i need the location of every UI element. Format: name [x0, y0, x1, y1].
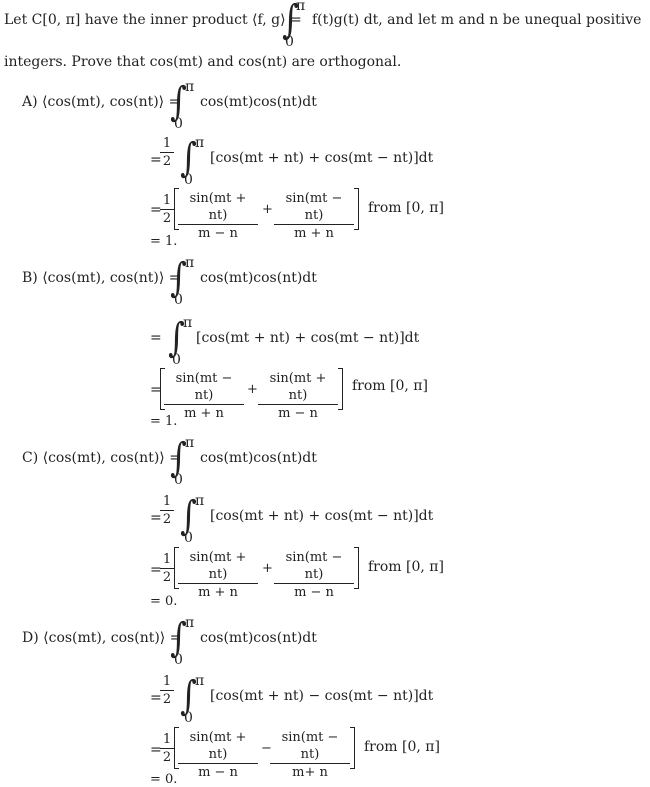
equals-sign: = — [150, 382, 162, 398]
option-a-integrand1: cos(mt)cos(nt)dt — [200, 94, 317, 110]
lower-limit: 0 — [172, 352, 181, 368]
fraction-1: sin(mt + nt)m − n — [178, 729, 258, 781]
operator: + — [262, 561, 273, 576]
right-bracket — [338, 368, 343, 410]
integral-sign: ∫ — [282, 0, 299, 43]
option-d-integrand2: [cos(mt + nt) − cos(mt − nt)]dt — [210, 688, 434, 704]
upper-limit: π — [185, 255, 195, 271]
lower-limit: 0 — [174, 472, 183, 488]
fraction-2: sin(mt − nt)m + n — [274, 190, 354, 242]
equals-sign: = — [150, 330, 162, 346]
option-b-integrand2: [cos(mt + nt) + cos(mt − nt)]dt — [196, 330, 420, 346]
option-c-integrand2: [cos(mt + nt) + cos(mt − nt)]dt — [210, 508, 434, 524]
range-text: from [0, π] — [352, 378, 428, 394]
range-text: from [0, π] — [364, 739, 440, 755]
option-b-result: = 1. — [150, 414, 178, 429]
option-a-result: = 1. — [150, 234, 178, 249]
lower-limit: 0 — [174, 652, 183, 668]
fraction-2: sin(mt − nt)m − n — [274, 549, 354, 601]
option-a-integrand2: [cos(mt + nt) + cos(mt − nt)]dt — [210, 150, 434, 166]
equals-sign: = — [150, 202, 162, 218]
left-bracket — [174, 547, 179, 589]
equals-sign: = — [150, 690, 162, 706]
right-bracket — [354, 188, 359, 230]
option-c-result: = 0. — [150, 594, 178, 609]
integral-sign: ∫ — [180, 135, 197, 181]
equals-sign: = — [150, 562, 162, 578]
equals-sign: = — [150, 742, 162, 758]
fraction-1: sin(mt + nt)m − n — [178, 190, 258, 242]
question-line2: integers. Prove that cos(mt) and cos(nt)… — [4, 54, 402, 70]
option-d-label: D) ⟨cos(mt), cos(nt)⟩ = — [22, 630, 182, 646]
option-c-integrand1: cos(mt)cos(nt)dt — [200, 450, 317, 466]
option-b-label: B) ⟨cos(mt), cos(nt)⟩ = — [22, 270, 181, 286]
integral-sign: ∫ — [168, 315, 185, 361]
operator: + — [247, 382, 258, 397]
fraction-2: sin(mt + nt)m − n — [258, 370, 338, 422]
option-a-label: A) ⟨cos(mt), cos(nt)⟩ = — [22, 94, 181, 110]
left-bracket — [160, 368, 165, 410]
upper-limit: π — [195, 493, 205, 509]
upper-limit: π — [183, 315, 193, 331]
fraction-2: sin(mt − nt)m+ n — [270, 729, 350, 781]
equals-sign: = — [150, 510, 162, 526]
lower-limit: 0 — [174, 116, 183, 132]
right-bracket — [350, 727, 355, 769]
lower-limit: 0 — [184, 530, 193, 546]
lower-limit: 0 — [285, 34, 294, 50]
fraction-1: sin(mt + nt)m + n — [178, 549, 258, 601]
option-d-integrand1: cos(mt)cos(nt)dt — [200, 630, 317, 646]
integral-sign: ∫ — [180, 673, 197, 719]
upper-limit: π — [185, 79, 195, 95]
right-bracket — [354, 547, 359, 589]
question-line1-end: f(t)g(t) dt, and let m and n be unequal … — [312, 12, 642, 28]
upper-limit: π — [185, 435, 195, 451]
upper-limit: π — [195, 673, 205, 689]
operator: + — [262, 202, 273, 217]
integral-sign: ∫ — [170, 435, 187, 481]
integral-sign: ∫ — [170, 79, 187, 125]
option-d-result: = 0. — [150, 772, 178, 787]
integral-sign: ∫ — [170, 615, 187, 661]
integral-sign: ∫ — [180, 493, 197, 539]
option-b-integrand1: cos(mt)cos(nt)dt — [200, 270, 317, 286]
lower-limit: 0 — [184, 172, 193, 188]
lower-limit: 0 — [184, 710, 193, 726]
range-text: from [0, π] — [368, 559, 444, 575]
equals-sign: = — [150, 152, 162, 168]
upper-limit: π — [185, 615, 195, 631]
upper-limit: π — [195, 135, 205, 151]
upper-limit: π — [296, 0, 306, 14]
range-text: from [0, π] — [368, 200, 444, 216]
left-bracket — [174, 727, 179, 769]
integral-sign: ∫ — [170, 255, 187, 301]
left-bracket — [174, 188, 179, 230]
option-c-label: C) ⟨cos(mt), cos(nt)⟩ = — [22, 450, 181, 466]
operator: − — [261, 741, 272, 756]
question-line1-start: Let C[0, π] have the inner product ⟨f, g… — [4, 12, 302, 28]
fraction-1: sin(mt − nt)m + n — [164, 370, 244, 422]
lower-limit: 0 — [174, 292, 183, 308]
